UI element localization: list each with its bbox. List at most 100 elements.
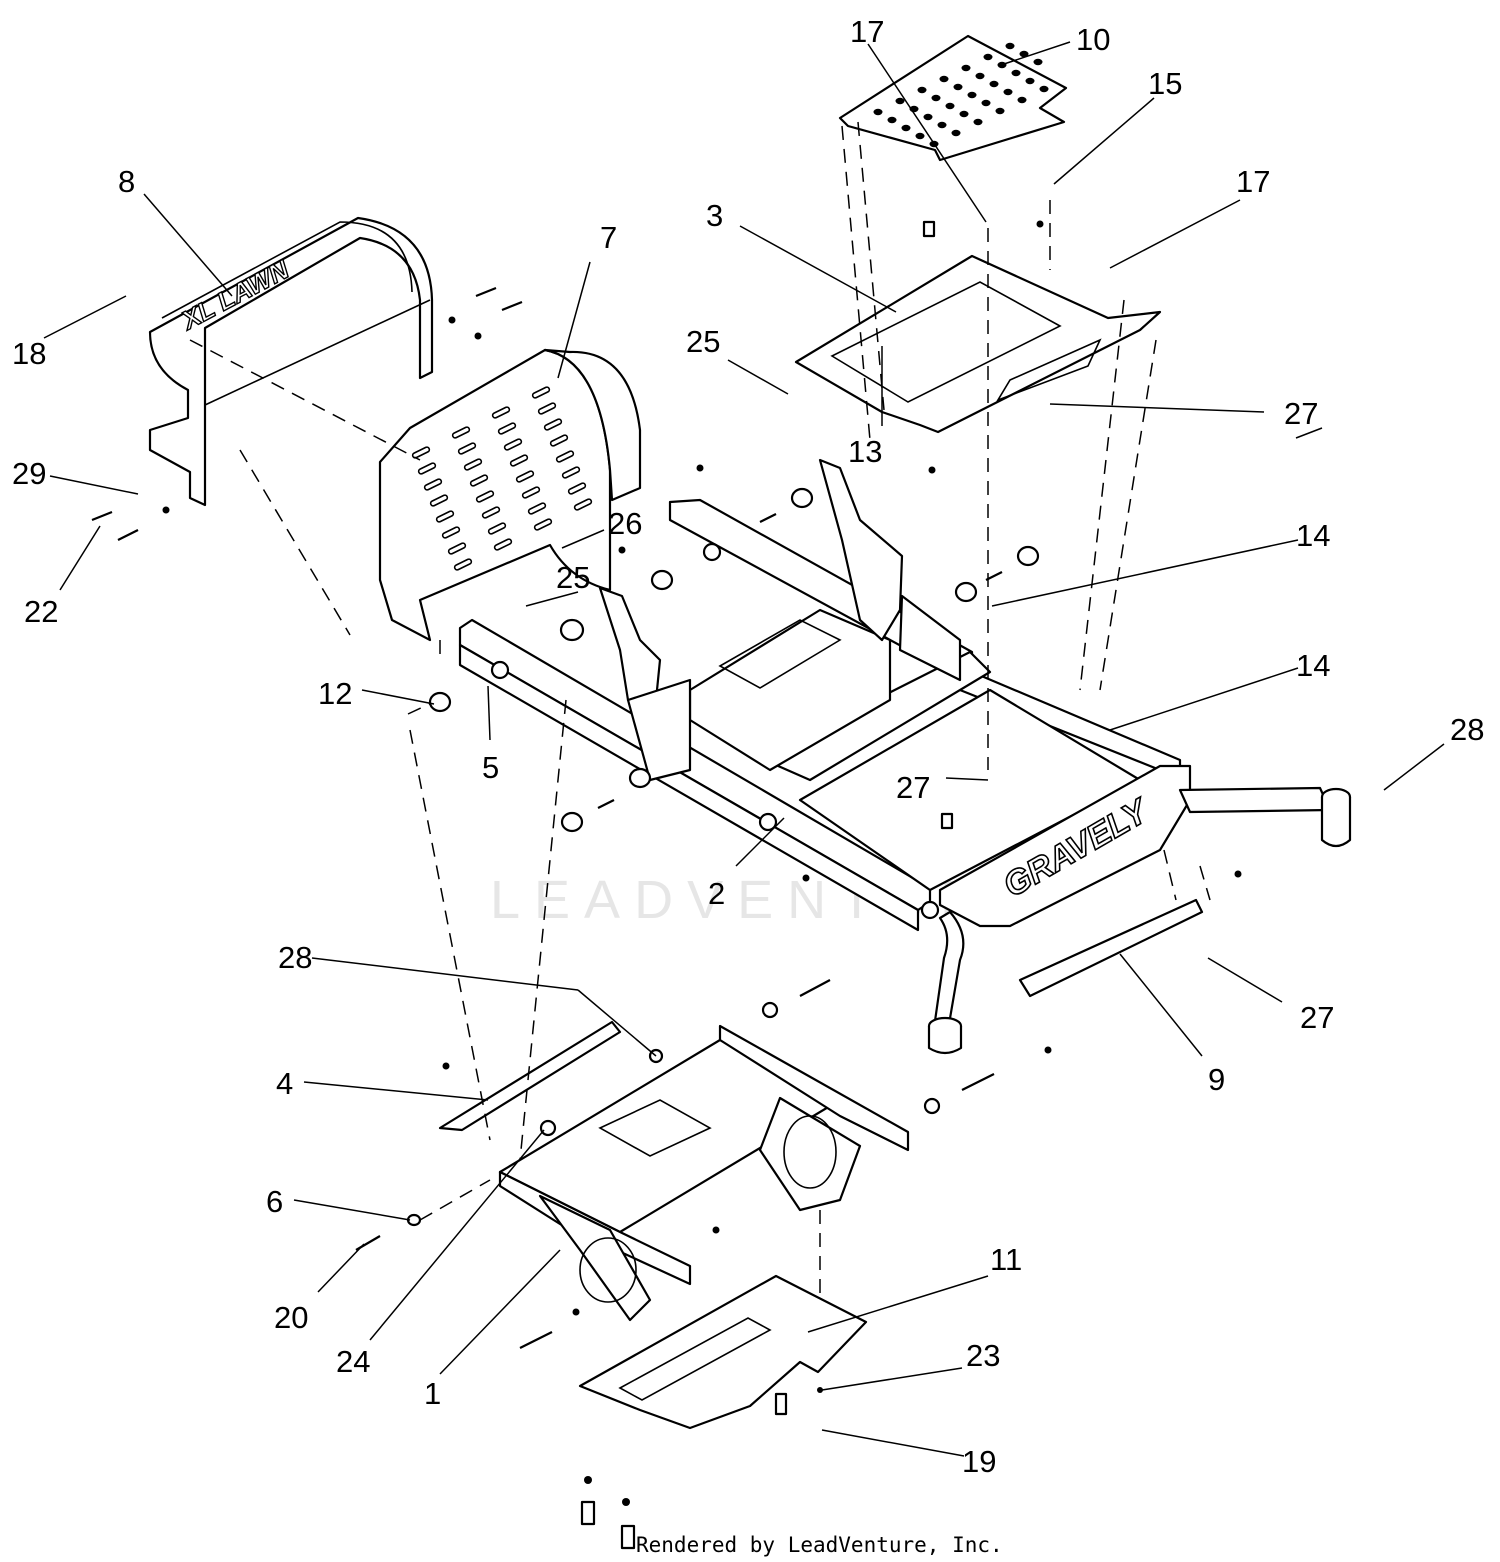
perforation-hole xyxy=(1011,69,1021,77)
perforation-hole xyxy=(975,72,985,80)
perforation-hole xyxy=(873,108,883,116)
callout-2: 2 xyxy=(708,876,725,911)
seat-pan-slot xyxy=(475,490,495,503)
callout-25b: 25 xyxy=(556,560,590,595)
seat-pan-slot xyxy=(503,438,523,451)
seat-pan-slot xyxy=(497,422,517,435)
callout-27a: 27 xyxy=(1284,396,1318,431)
callout-19: 19 xyxy=(962,1444,996,1479)
seat-pan-slot xyxy=(521,486,541,499)
callout-17b: 17 xyxy=(1236,164,1270,199)
callout-5: 5 xyxy=(482,750,499,785)
seat-pan-slot xyxy=(549,434,569,447)
hardware xyxy=(91,220,1242,1550)
part-11-bottom-plate xyxy=(578,1274,868,1430)
model-badge: XL LAWN xyxy=(175,254,295,337)
seat-pan-slot xyxy=(509,454,529,467)
seat-pan-slot xyxy=(441,526,461,539)
footer-credit: Rendered by LeadVenture, Inc. xyxy=(636,1533,1003,1557)
seat-pan-slot xyxy=(555,450,575,463)
perforation-hole xyxy=(989,80,999,88)
callout-6: 6 xyxy=(266,1184,283,1219)
seat-pan-slot xyxy=(435,510,455,523)
seat-pan-slot xyxy=(491,406,511,419)
perforation-hole xyxy=(945,102,955,110)
callout-23: 23 xyxy=(966,1338,1000,1373)
seat-pan-slot xyxy=(493,538,513,551)
perforation-hole xyxy=(1005,42,1015,50)
seat-pan-slot xyxy=(481,506,501,519)
perforation-hole xyxy=(1039,85,1049,93)
part-10-foot-plate xyxy=(838,34,1068,162)
perforation-hole xyxy=(961,64,971,72)
callout-27c: 27 xyxy=(1300,1000,1334,1035)
perforation-hole xyxy=(1019,50,1029,58)
part-7-seat-pan xyxy=(378,348,642,642)
callout-1: 1 xyxy=(424,1376,441,1411)
callout-17a: 17 xyxy=(850,14,884,49)
perforation-hole xyxy=(959,110,969,118)
callout-9: 9 xyxy=(1208,1062,1225,1097)
seat-pan-slot xyxy=(543,418,563,431)
perforation-hole xyxy=(931,94,941,102)
callout-11: 11 xyxy=(990,1242,1022,1277)
perforation-hole xyxy=(901,124,911,132)
part-2-main-frame: GRAVELY xyxy=(458,458,1352,1055)
callout-8: 8 xyxy=(118,164,135,199)
perforation-hole xyxy=(887,116,897,124)
perforation-hole xyxy=(937,121,947,129)
perforation-hole xyxy=(997,61,1007,69)
leader-lines xyxy=(43,41,1445,1457)
perforation-hole xyxy=(967,91,977,99)
seat-pan-slot xyxy=(531,386,551,399)
callout-13: 13 xyxy=(848,434,882,469)
seat-pan-slot xyxy=(573,498,593,511)
callout-25a: 25 xyxy=(686,324,720,359)
seat-pan-slot xyxy=(411,446,431,459)
perforation-hole xyxy=(981,99,991,107)
callout-18: 18 xyxy=(12,336,46,371)
callout-14b: 14 xyxy=(1296,648,1330,683)
callout-28a: 28 xyxy=(1450,712,1484,747)
perforation-hole xyxy=(939,75,949,83)
perforation-hole xyxy=(995,107,1005,115)
callout-labels: 1 2 3 4 5 6 7 8 9 10 11 12 13 14 14 15 1… xyxy=(12,14,1484,1479)
seat-pan-slot xyxy=(515,470,535,483)
seat-pan-slot xyxy=(451,426,471,439)
callout-27b: 27 xyxy=(896,770,930,805)
seat-pan-slot xyxy=(469,474,489,487)
perforation-hole xyxy=(1025,77,1035,85)
perforation-hole xyxy=(915,132,925,140)
assembly-lines xyxy=(189,121,1211,1300)
callout-12: 12 xyxy=(318,676,352,711)
part-1-lower-frame xyxy=(498,1024,910,1322)
part-9-front-bar xyxy=(1018,898,1204,998)
seat-pan-slot xyxy=(533,518,553,531)
callout-26: 26 xyxy=(608,506,642,541)
seat-pan-slot xyxy=(527,502,547,515)
part-4-rear-bar xyxy=(438,1020,622,1132)
perforation-hole xyxy=(1017,96,1027,104)
seat-pan-slot xyxy=(567,482,587,495)
seat-pan-slot xyxy=(453,558,473,571)
callout-15: 15 xyxy=(1148,66,1182,101)
callout-10: 10 xyxy=(1076,22,1110,57)
callout-29: 29 xyxy=(12,456,46,491)
seat-pan-slot xyxy=(447,542,467,555)
perforation-hole xyxy=(1033,58,1043,66)
perforation-hole xyxy=(951,129,961,137)
callout-28b: 28 xyxy=(278,940,312,975)
callout-14a: 14 xyxy=(1296,518,1330,553)
callout-3: 3 xyxy=(706,198,723,233)
callout-4: 4 xyxy=(276,1066,293,1101)
seat-pan-slot xyxy=(423,478,443,491)
seat-pan-slot xyxy=(537,402,557,415)
perforation-hole xyxy=(973,118,983,126)
perforation-hole xyxy=(895,97,905,105)
seat-pan-slot xyxy=(457,442,477,455)
perforation-hole xyxy=(917,86,927,94)
perforation-hole xyxy=(1003,88,1013,96)
perforation-hole xyxy=(923,113,933,121)
seat-pan-slot xyxy=(429,494,449,507)
